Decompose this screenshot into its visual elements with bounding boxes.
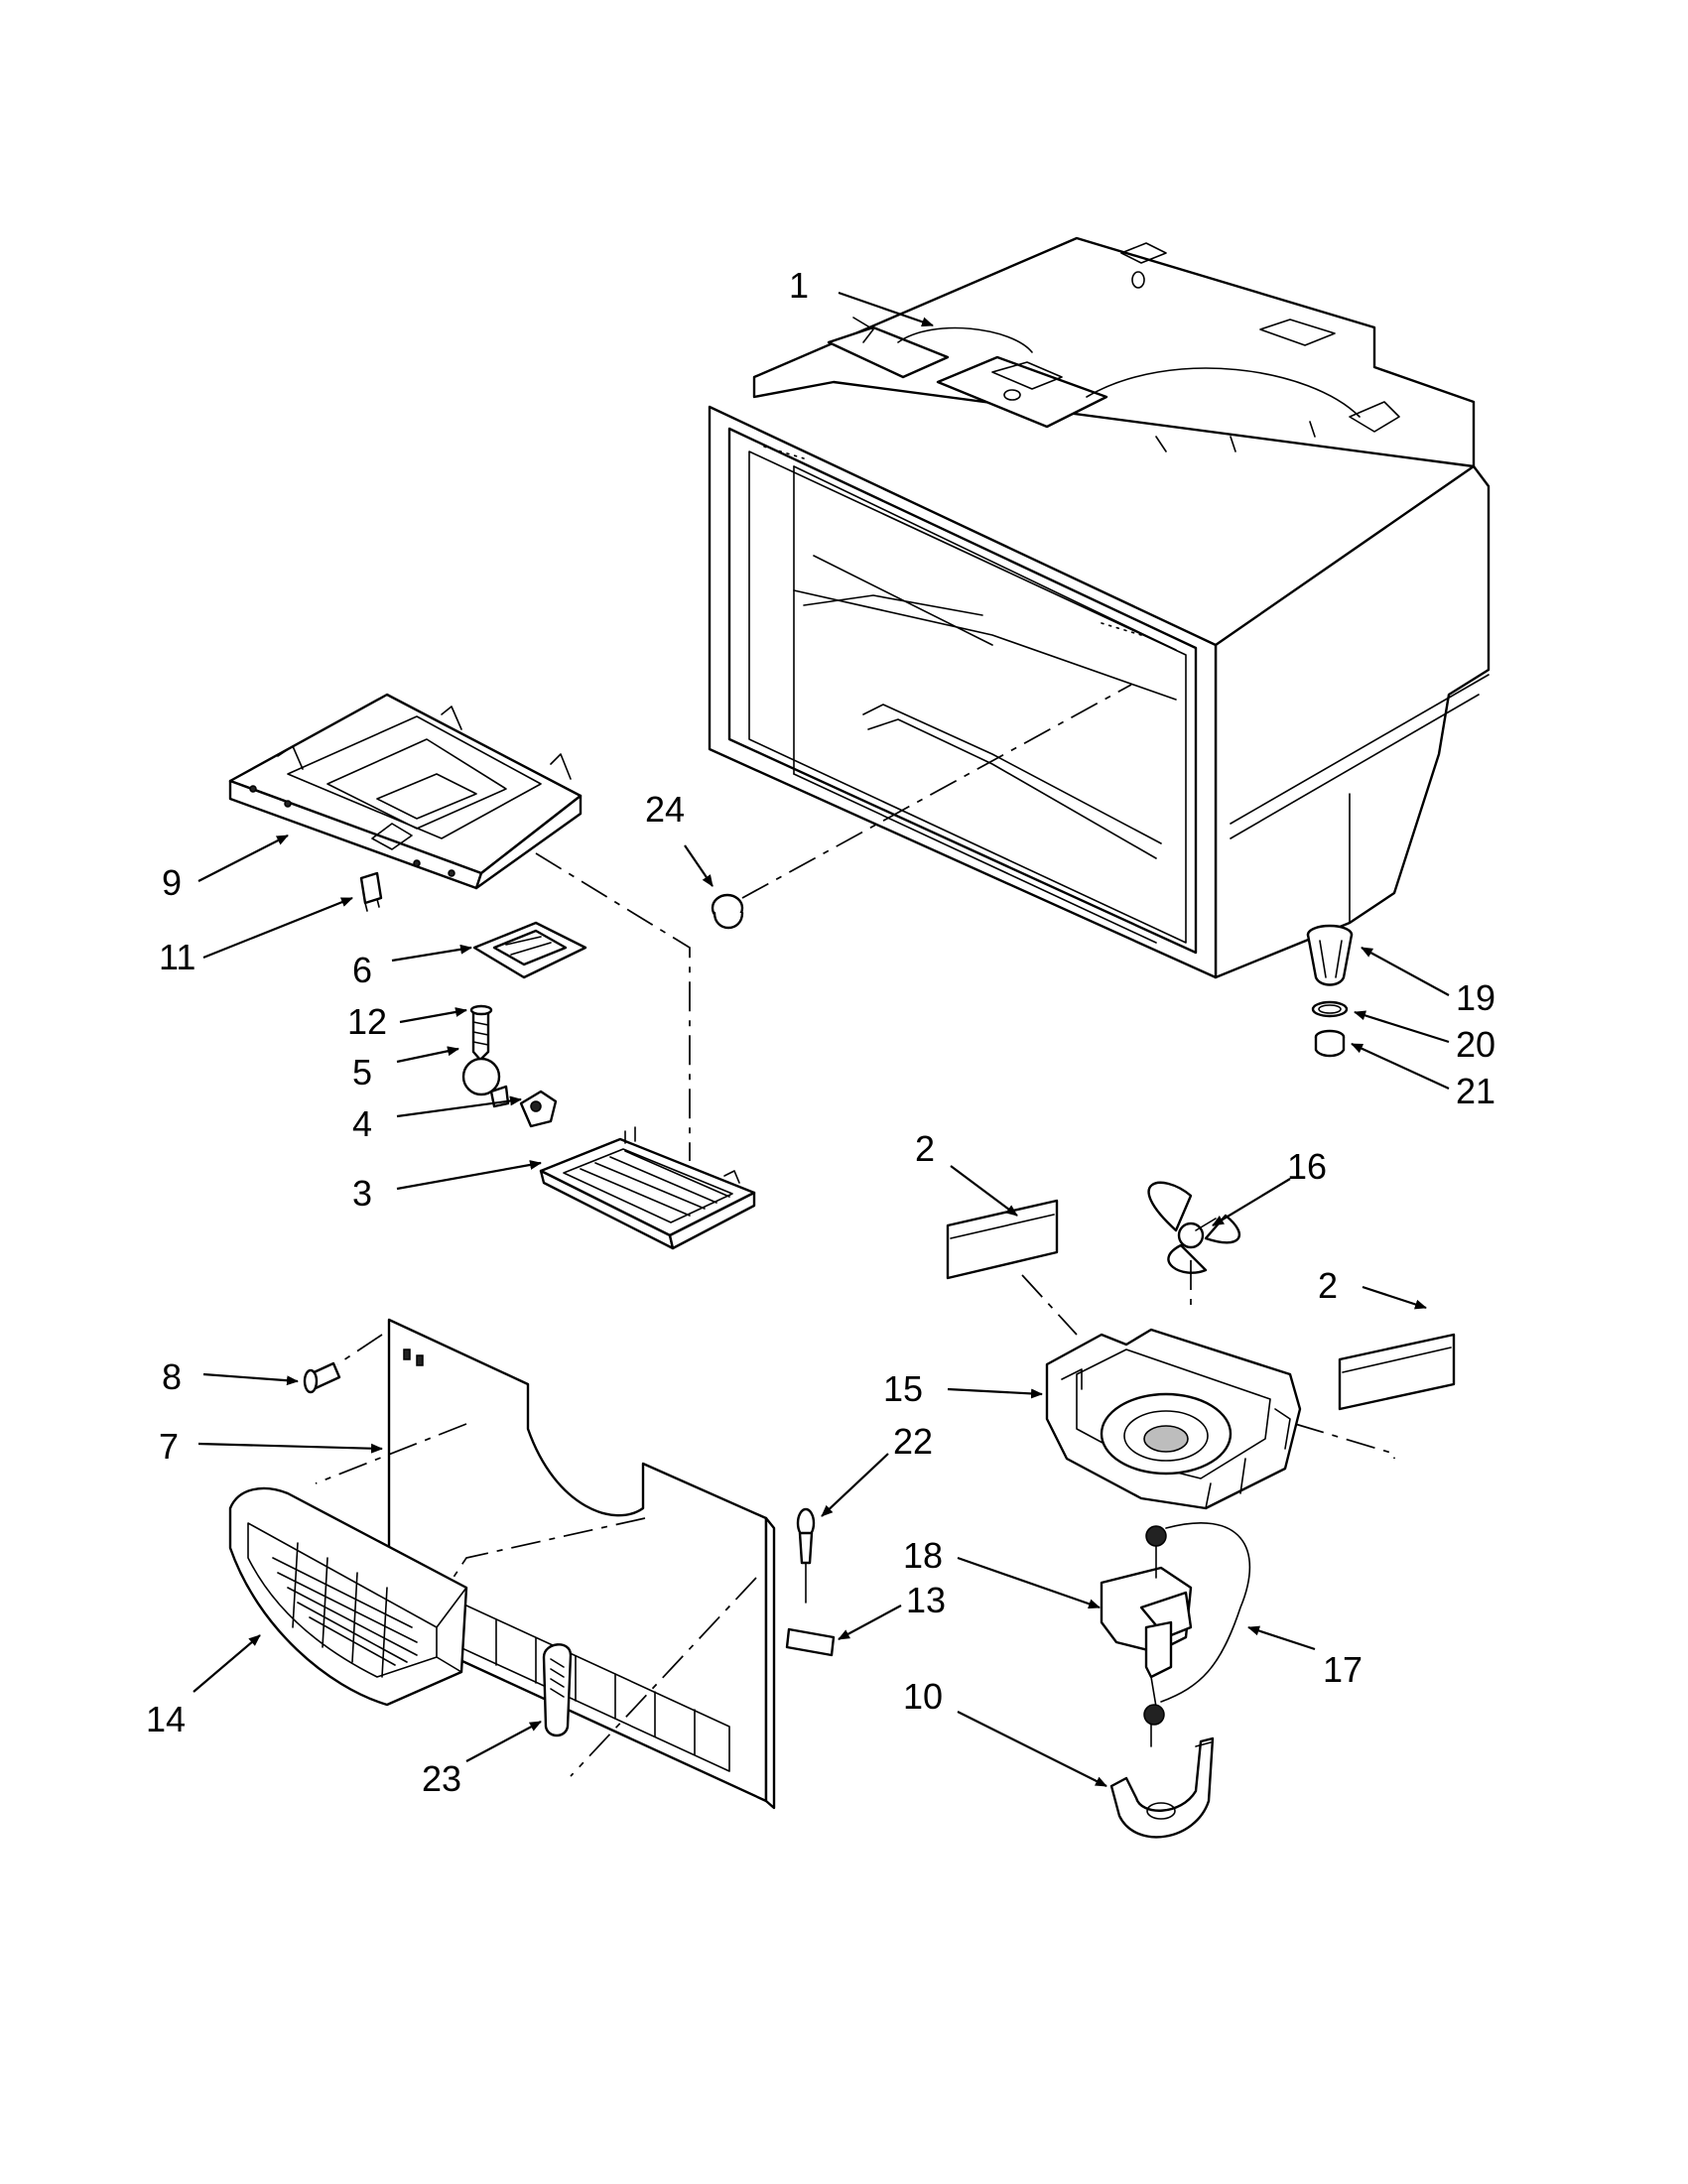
leader-24 bbox=[684, 844, 714, 887]
part-5-bulb bbox=[461, 1057, 510, 1108]
part-24-plug bbox=[711, 684, 1132, 930]
callout-labels: 1 2 2 3 4 5 6 7 8 9 10 11 12 13 14 15 16… bbox=[146, 265, 1495, 1799]
part-8-screw bbox=[303, 1361, 341, 1394]
part-12-screw bbox=[469, 1004, 493, 1062]
callout-6: 6 bbox=[352, 950, 372, 990]
part-2-pad-b bbox=[1294, 1333, 1456, 1459]
callout-1: 1 bbox=[789, 265, 809, 306]
callout-8: 8 bbox=[162, 1356, 182, 1397]
leader-5 bbox=[396, 1046, 459, 1064]
leader-21 bbox=[1351, 1043, 1450, 1090]
part-17-wire-harness bbox=[1143, 1522, 1250, 1747]
part-4-socket bbox=[519, 1090, 558, 1128]
leader-4 bbox=[396, 1095, 522, 1118]
callout-12: 12 bbox=[347, 1001, 387, 1042]
callout-13: 13 bbox=[906, 1580, 946, 1620]
leader-10 bbox=[957, 1711, 1107, 1787]
leader-8 bbox=[202, 1372, 299, 1386]
callout-18: 18 bbox=[903, 1535, 943, 1576]
leader-9 bbox=[197, 835, 289, 882]
callout-16: 16 bbox=[1287, 1146, 1327, 1187]
part-22-thermistor bbox=[796, 1507, 816, 1604]
callout-21: 21 bbox=[1456, 1071, 1495, 1111]
part-19-cup bbox=[1306, 924, 1354, 986]
part-16-fan-blade bbox=[1147, 1181, 1241, 1310]
callout-22: 22 bbox=[893, 1421, 933, 1462]
leader-13 bbox=[838, 1605, 902, 1640]
leader-16 bbox=[1212, 1178, 1291, 1226]
part-20-gasket bbox=[1311, 1000, 1349, 1018]
leader-17 bbox=[1247, 1625, 1316, 1651]
part-1-freezer-liner bbox=[708, 236, 1491, 979]
leader-20 bbox=[1354, 1010, 1450, 1044]
leader-12 bbox=[399, 1007, 467, 1024]
leader-11 bbox=[202, 896, 353, 960]
leader-6 bbox=[391, 944, 472, 963]
callout-4: 4 bbox=[352, 1103, 372, 1144]
part-9-housing bbox=[228, 693, 691, 1161]
leader-lines bbox=[193, 291, 1450, 1787]
callout-3: 3 bbox=[352, 1173, 372, 1214]
part-2-pad-a bbox=[946, 1199, 1078, 1336]
leader-23 bbox=[465, 1721, 542, 1762]
part-15-shroud bbox=[1045, 1328, 1302, 1510]
leader-3 bbox=[396, 1160, 542, 1191]
callout-23: 23 bbox=[422, 1758, 461, 1799]
leader-2a bbox=[950, 1165, 1018, 1217]
part-6-lens bbox=[472, 921, 587, 979]
callout-2a: 2 bbox=[915, 1128, 935, 1169]
leader-22 bbox=[821, 1453, 889, 1517]
callout-7: 7 bbox=[159, 1426, 179, 1467]
callout-9: 9 bbox=[162, 862, 182, 903]
callout-15: 15 bbox=[883, 1368, 923, 1409]
callout-19: 19 bbox=[1456, 977, 1495, 1018]
callout-24: 24 bbox=[645, 789, 685, 830]
leader-7 bbox=[197, 1442, 383, 1454]
part-14-grille bbox=[228, 1486, 468, 1707]
leader-14 bbox=[193, 1634, 261, 1693]
part-11-clip bbox=[359, 871, 383, 912]
callout-10: 10 bbox=[903, 1676, 943, 1717]
leader-2b bbox=[1362, 1285, 1427, 1310]
part-21-plug bbox=[1314, 1029, 1346, 1058]
leader-19 bbox=[1361, 947, 1450, 996]
callout-5: 5 bbox=[352, 1052, 372, 1092]
part-3-tray bbox=[539, 1126, 756, 1250]
callout-14: 14 bbox=[146, 1699, 186, 1739]
leader-1 bbox=[838, 291, 934, 327]
part-23-clip bbox=[542, 1643, 573, 1737]
part-10-bracket bbox=[1109, 1736, 1215, 1839]
callout-11: 11 bbox=[159, 937, 195, 977]
callout-20: 20 bbox=[1456, 1024, 1495, 1065]
callout-2b: 2 bbox=[1318, 1265, 1338, 1306]
callout-17: 17 bbox=[1323, 1649, 1363, 1690]
leader-18 bbox=[957, 1556, 1101, 1609]
leader-15 bbox=[947, 1387, 1043, 1399]
part-18-motor bbox=[1100, 1525, 1193, 1708]
part-13-strip bbox=[785, 1627, 836, 1657]
